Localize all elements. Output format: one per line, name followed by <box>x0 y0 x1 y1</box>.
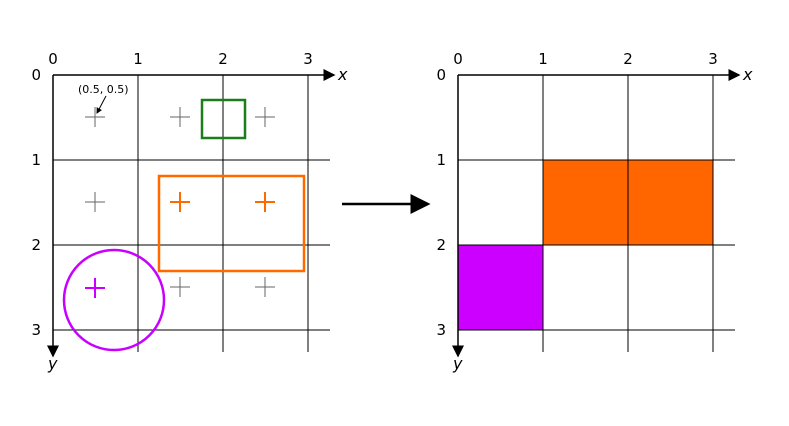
left-grid <box>53 75 330 352</box>
right-x-tick-2: 2 <box>623 50 633 68</box>
marker-1-2 <box>170 277 190 297</box>
orange-marker-2 <box>255 192 275 212</box>
right-x-tick-1: 1 <box>538 50 548 68</box>
green-rectangle <box>200 98 247 140</box>
left-x-axis-label: x <box>337 65 348 84</box>
left-x-tick-3: 3 <box>303 50 313 68</box>
left-gray-markers <box>85 107 275 297</box>
right-y-axis-label: y <box>452 354 463 373</box>
orange-rectangle <box>157 174 306 273</box>
left-x-tick-1: 1 <box>133 50 143 68</box>
purple-cell-0-2 <box>457 244 544 331</box>
right-y-tick-1: 1 <box>436 151 446 169</box>
right-y-tick-2: 2 <box>436 236 446 254</box>
left-panel: 0 1 2 3 0 1 2 3 x y (0.5, 0.5) <box>31 50 348 373</box>
right-x-tick-0: 0 <box>453 50 463 68</box>
marker-1-0 <box>170 107 190 127</box>
purple-marker <box>85 278 105 298</box>
marker-2-2 <box>255 277 275 297</box>
orange-markers <box>170 192 275 212</box>
annotation-arrow <box>96 95 107 114</box>
right-x-axis-label: x <box>742 65 753 84</box>
left-y-tick-3: 3 <box>31 321 41 339</box>
orange-cell-1-1 <box>542 159 629 246</box>
marker-0-1 <box>85 192 105 212</box>
purple-circle <box>62 248 166 352</box>
left-y-tick-1: 1 <box>31 151 41 169</box>
orange-cell-2-1 <box>627 159 714 246</box>
left-x-tick-0: 0 <box>48 50 58 68</box>
orange-marker-1 <box>170 192 190 212</box>
right-y-tick-3: 3 <box>436 321 446 339</box>
right-panel: 0 1 2 3 0 1 2 3 x y <box>436 50 753 373</box>
right-x-tick-3: 3 <box>708 50 718 68</box>
right-grid <box>458 75 735 352</box>
left-y-tick-2: 2 <box>31 236 41 254</box>
left-y-tick-0: 0 <box>31 66 41 84</box>
left-y-axis-label: y <box>47 354 58 373</box>
right-y-tick-0: 0 <box>436 66 446 84</box>
marker-3-0 <box>255 107 275 127</box>
left-x-tick-2: 2 <box>218 50 228 68</box>
marker-0-0 <box>85 107 105 127</box>
annotation-label: (0.5, 0.5) <box>78 83 129 96</box>
